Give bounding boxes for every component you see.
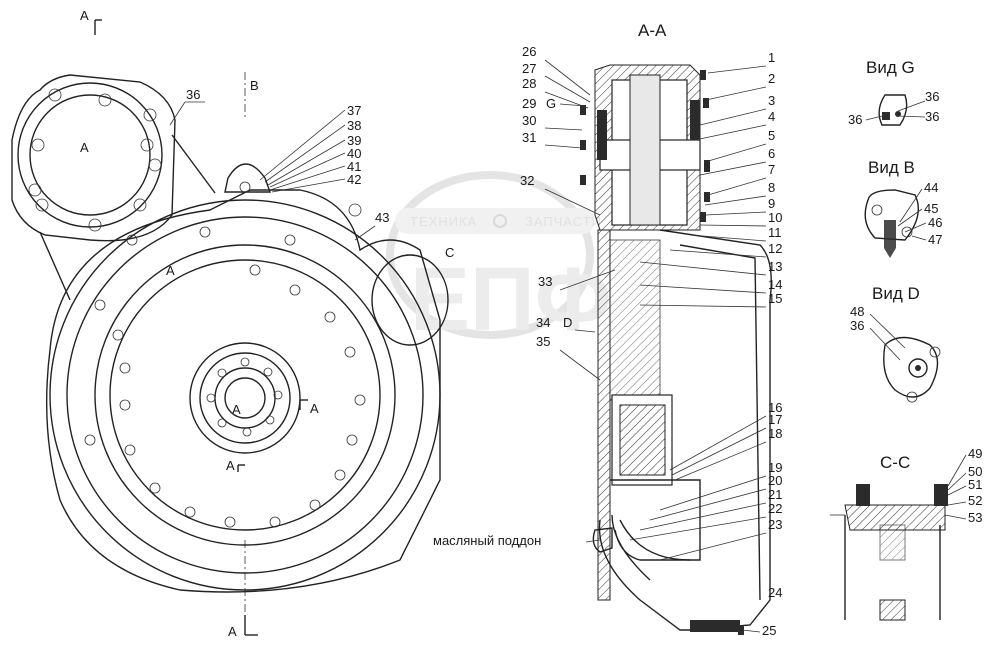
callout-9: 9 (768, 196, 775, 211)
aa-callouts-left: 26 27 28 29 G 30 31 32 33 34 D 35 (520, 44, 616, 381)
section-mark-a-top: А (80, 8, 89, 23)
callout-12: 12 (768, 241, 782, 256)
section-title-cc: С-С (880, 453, 910, 472)
callout-20: 20 (768, 473, 782, 488)
section-mark-g: G (546, 96, 556, 111)
view-g (865, 94, 926, 126)
front-callouts: 36 37 38 39 40 41 42 43 (169, 87, 389, 241)
callout-31: 31 (522, 130, 536, 145)
cc-callout-53: 53 (968, 510, 982, 525)
callout-7: 7 (768, 162, 775, 177)
callout-13: 13 (768, 259, 782, 274)
callout-6: 6 (768, 146, 775, 161)
section-mark-a-left2: А (166, 263, 175, 278)
callout-41: 41 (347, 159, 361, 174)
section-mark-c: С (445, 245, 454, 260)
callout-39: 39 (347, 133, 361, 148)
cc-callout-52: 52 (968, 493, 982, 508)
section-aa (580, 64, 772, 635)
callout-11: 11 (768, 225, 782, 240)
callout-1: 1 (768, 50, 775, 65)
callout-23: 23 (768, 517, 782, 532)
view-d (869, 313, 941, 403)
view-g-title: Вид G (866, 58, 915, 77)
oil-pan-label: масляный поддон (433, 533, 541, 548)
callout-3: 3 (768, 93, 775, 108)
callout-21: 21 (768, 487, 782, 502)
callout-5: 5 (768, 128, 775, 143)
callout-10: 10 (768, 210, 782, 225)
view-g-callout-b: 36 (925, 109, 939, 124)
view-b-title: Вид B (868, 158, 915, 177)
callout-43: 43 (375, 210, 389, 225)
callout-34: 34 (536, 315, 550, 330)
svg-text:ЕПФ: ЕПФ (410, 250, 612, 350)
cc-callout-51: 51 (968, 477, 982, 492)
callout-2: 2 (768, 71, 775, 86)
cc-callout-49: 49 (968, 446, 982, 461)
watermark: ТЕХНИКА ЗАПЧАСТИ ЕПФ (386, 171, 612, 350)
callout-33: 33 (538, 274, 552, 289)
callout-40: 40 (347, 146, 361, 161)
section-title-aa: А-А (638, 21, 667, 40)
section-mark-a-left: А (80, 140, 89, 155)
view-g-callout-c: 36 (848, 112, 862, 127)
callout-30: 30 (522, 113, 536, 128)
callout-38: 38 (347, 118, 361, 133)
aa-callouts-right: 1 2 3 4 5 6 7 8 9 10 11 12 13 14 15 16 1… (629, 50, 782, 638)
section-mark-b: В (250, 78, 259, 93)
front-view (11, 19, 449, 636)
callout-16: 16 (768, 400, 782, 415)
watermark-line2: ЗАПЧАСТИ (525, 214, 602, 229)
callout-22: 22 (768, 501, 782, 516)
section-mark-a-small: А (226, 458, 235, 473)
callout-27: 27 (522, 61, 536, 76)
view-b-callout-47: 47 (928, 232, 942, 247)
cc-callout-50: 50 (968, 464, 982, 479)
callout-32: 32 (520, 173, 534, 188)
section-mark-a-center: А (232, 402, 241, 417)
callout-18: 18 (768, 426, 782, 441)
callout-19: 19 (768, 460, 782, 475)
view-b-callout-46: 46 (928, 215, 942, 230)
callout-14: 14 (768, 277, 782, 292)
callout-42: 42 (347, 172, 361, 187)
view-b-callout-44: 44 (924, 180, 938, 195)
view-b-callout-45: 45 (924, 201, 938, 216)
oil-pan-leader (585, 539, 601, 543)
view-g-callout-a: 36 (925, 89, 939, 104)
callout-35: 35 (536, 334, 550, 349)
view-d-callout-36: 36 (850, 318, 864, 333)
section-mark-a-bottom: А (228, 624, 237, 639)
callout-28: 28 (522, 76, 536, 91)
section-cc (830, 484, 948, 621)
view-d-title: Вид D (872, 284, 920, 303)
callout-24: 24 (768, 585, 782, 600)
callout-29: 29 (522, 96, 536, 111)
view-b (864, 189, 919, 258)
callout-4: 4 (768, 109, 775, 124)
watermark-line1: ТЕХНИКА (410, 214, 477, 229)
callout-8: 8 (768, 180, 775, 195)
gear-icon (493, 214, 507, 228)
callout-17: 17 (768, 412, 782, 427)
section-mark-d: D (563, 315, 572, 330)
callout-25: 25 (762, 623, 776, 638)
callout-26: 26 (522, 44, 536, 59)
callout-37: 37 (347, 103, 361, 118)
callout-15: 15 (768, 291, 782, 306)
section-mark-a-right: А (310, 401, 319, 416)
callout-36-front: 36 (186, 87, 200, 102)
view-d-callout-48: 48 (850, 304, 864, 319)
